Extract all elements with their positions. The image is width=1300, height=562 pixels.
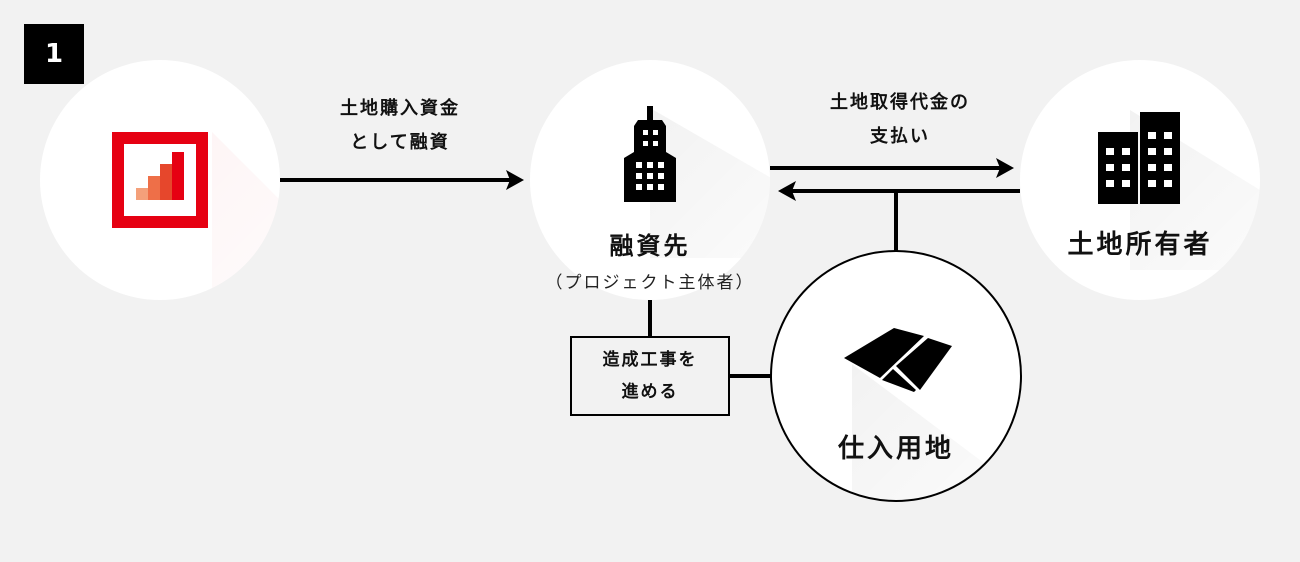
land-connector-line — [894, 191, 898, 251]
landowner-node: 土地所有者 — [1020, 60, 1260, 300]
task-box: 造成工事を 進める — [570, 336, 730, 416]
task-connector-horizontal — [730, 374, 772, 378]
tower-building-icon — [624, 106, 676, 202]
borrower-title: 融資先 — [609, 232, 691, 260]
land-transfer-arrow-line — [790, 189, 1020, 193]
task-connector-vertical — [648, 300, 652, 337]
land-transfer-arrowhead-icon — [778, 181, 796, 201]
loan-edge-label: 土地購入資金 として融資 — [300, 92, 500, 160]
payment-arrowhead-icon — [996, 158, 1014, 178]
payment-arrow-line — [770, 166, 1002, 170]
loan-label-line2: として融資 — [350, 132, 450, 153]
logo-bar-4 — [172, 152, 184, 200]
land-node: 仕入用地 — [770, 250, 1022, 502]
buildings-icon — [1098, 112, 1180, 204]
land-parcel-icon — [844, 328, 952, 392]
logo-frame — [112, 132, 208, 228]
loan-label-line1: 土地購入資金 — [340, 98, 460, 119]
payment-edge-label: 土地取得代金の 支払い — [790, 86, 1010, 154]
borrower-node: 融資先 — [530, 60, 770, 300]
step-number-badge: 1 — [24, 24, 84, 84]
payment-label-line2: 支払い — [870, 126, 930, 147]
logo-bar-2 — [148, 176, 160, 200]
task-line2: 進める — [621, 382, 679, 402]
logo-bar-1 — [136, 188, 148, 200]
land-title: 仕入用地 — [837, 434, 954, 464]
loan-arrowhead-icon — [506, 170, 524, 190]
logo-bar-3 — [160, 164, 172, 200]
borrower-subtitle: （プロジェクト主体者） — [545, 273, 755, 293]
payment-label-line1: 土地取得代金の — [830, 92, 970, 113]
landowner-title: 土地所有者 — [1067, 230, 1213, 260]
loan-arrow-line — [280, 178, 512, 182]
lender-node — [40, 60, 280, 300]
task-line1: 造成工事を — [602, 350, 698, 370]
bank-logo-icon — [112, 132, 208, 228]
